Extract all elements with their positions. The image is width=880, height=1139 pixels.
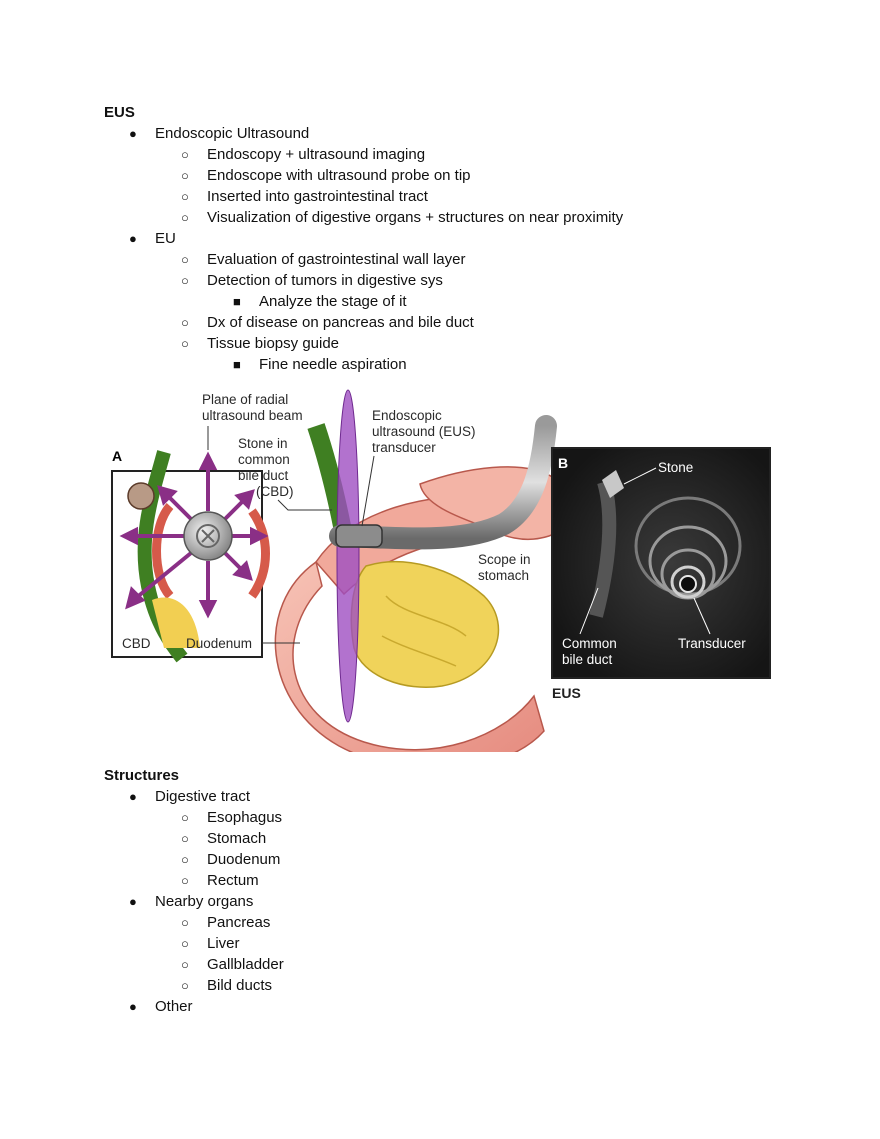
scope-label-line2: stomach <box>478 568 529 583</box>
b-stone-label: Stone <box>658 460 693 475</box>
bullet-circle: ○ <box>181 189 189 204</box>
panel-a-letter: A <box>112 448 122 464</box>
bullet-square: ■ <box>233 357 241 372</box>
bullet-circle: ○ <box>181 147 189 162</box>
duodenum-shape <box>274 560 545 752</box>
list-item: Esophagus <box>207 809 283 826</box>
heading-structures: Structures <box>104 767 180 784</box>
bullet-disc: ● <box>129 894 137 909</box>
plane-label-line2: ultrasound beam <box>202 408 303 423</box>
plane-label-line1: Plane of radial <box>202 392 288 407</box>
bullet-disc: ● <box>129 126 137 141</box>
panel-b-letter: B <box>558 455 568 471</box>
list-item: Other <box>155 998 193 1015</box>
eus-transducer-shape <box>335 524 383 548</box>
bullet-circle: ○ <box>181 273 189 288</box>
list-item: Duodenum <box>207 851 281 868</box>
list-item: Liver <box>207 935 240 952</box>
scope-label-line1: Scope in <box>478 552 531 567</box>
bullet-disc: ● <box>129 999 137 1014</box>
bullet-circle: ○ <box>181 831 189 846</box>
stone-ultrasound-shape <box>602 470 624 498</box>
bullet-circle: ○ <box>181 315 189 330</box>
cbd-label: CBD <box>122 636 151 651</box>
list-item: Endoscopic Ultrasound <box>155 125 310 142</box>
heading-eus: EUS <box>104 104 135 121</box>
list-item: Inserted into gastrointestinal tract <box>207 188 428 205</box>
bullet-circle: ○ <box>181 252 189 267</box>
list-item: Digestive tract <box>155 788 251 805</box>
list-item: EU <box>155 230 176 247</box>
stone-cbd-label-line2: common <box>238 452 290 467</box>
eus-illustration-svg: A <box>111 389 771 752</box>
duodenum-label: Duodenum <box>186 636 252 651</box>
bullet-circle: ○ <box>181 210 189 225</box>
list-item: Endoscopy + ultrasound imaging <box>207 146 426 163</box>
pancreas-large-shape <box>350 560 500 688</box>
bullet-circle: ○ <box>181 852 189 867</box>
bullet-circle: ○ <box>181 810 189 825</box>
list-item: Analyze the stage of it <box>259 293 407 310</box>
transducer-label-line3: transducer <box>372 440 436 455</box>
list-item: Gallbladder <box>207 956 284 973</box>
radial-arrows <box>119 451 269 619</box>
bullet-square: ■ <box>233 294 241 309</box>
stone-cbd-label-line4: (CBD) <box>256 484 294 499</box>
list-item: Visualization of digestive organs + stru… <box>207 209 624 226</box>
list-item: Stomach <box>207 830 267 847</box>
b-transducer-label: Transducer <box>678 636 746 651</box>
bile-duct-ultrasound-shape <box>589 480 617 618</box>
list-item: Evaluation of gastrointestinal wall laye… <box>207 251 466 268</box>
bullet-disc: ● <box>129 789 137 804</box>
list-item: Nearby organs <box>155 893 254 910</box>
list-item: Tissue biopsy guide <box>207 335 340 352</box>
ultrasound-beam-plane <box>336 389 360 723</box>
list-item: Pancreas <box>207 914 271 931</box>
transducer-label-line2: ultrasound (EUS) <box>372 424 476 439</box>
list-item: Bild ducts <box>207 977 273 994</box>
bullet-circle: ○ <box>181 978 189 993</box>
endoscope-shape <box>329 415 557 550</box>
list-item: Endoscope with ultrasound probe on tip <box>207 167 471 184</box>
list-item: Dx of disease on pancreas and bile duct <box>207 314 474 331</box>
ultrasound-rings <box>634 496 742 600</box>
list-item: Fine needle aspiration <box>259 356 407 373</box>
pancreas-shape <box>152 597 200 648</box>
eus-illustration: A <box>104 386 776 752</box>
bullet-circle: ○ <box>181 915 189 930</box>
bullet-circle: ○ <box>181 957 189 972</box>
eus-caption: EUS <box>552 685 581 701</box>
b-duct-label-line1: Common <box>562 636 617 651</box>
stone-cbd-label-line3: bile duct <box>238 468 289 483</box>
duodenum-wall-shape-right <box>248 508 270 599</box>
list-item: Detection of tumors in digestive sys <box>207 272 443 289</box>
bullet-circle: ○ <box>181 873 189 888</box>
bullet-circle: ○ <box>181 336 189 351</box>
stone-cbd-label-line1: Stone in <box>238 436 288 451</box>
bullet-circle: ○ <box>181 936 189 951</box>
bullet-circle: ○ <box>181 168 189 183</box>
list-item: Rectum <box>207 872 259 889</box>
b-duct-label-line2: bile duct <box>562 652 613 667</box>
stone-shape <box>127 482 155 510</box>
bullet-disc: ● <box>129 231 137 246</box>
panel-b-ultrasound <box>551 447 771 679</box>
duodenum-wall-shape <box>152 502 174 600</box>
transducer-label-line1: Endoscopic <box>372 408 442 423</box>
